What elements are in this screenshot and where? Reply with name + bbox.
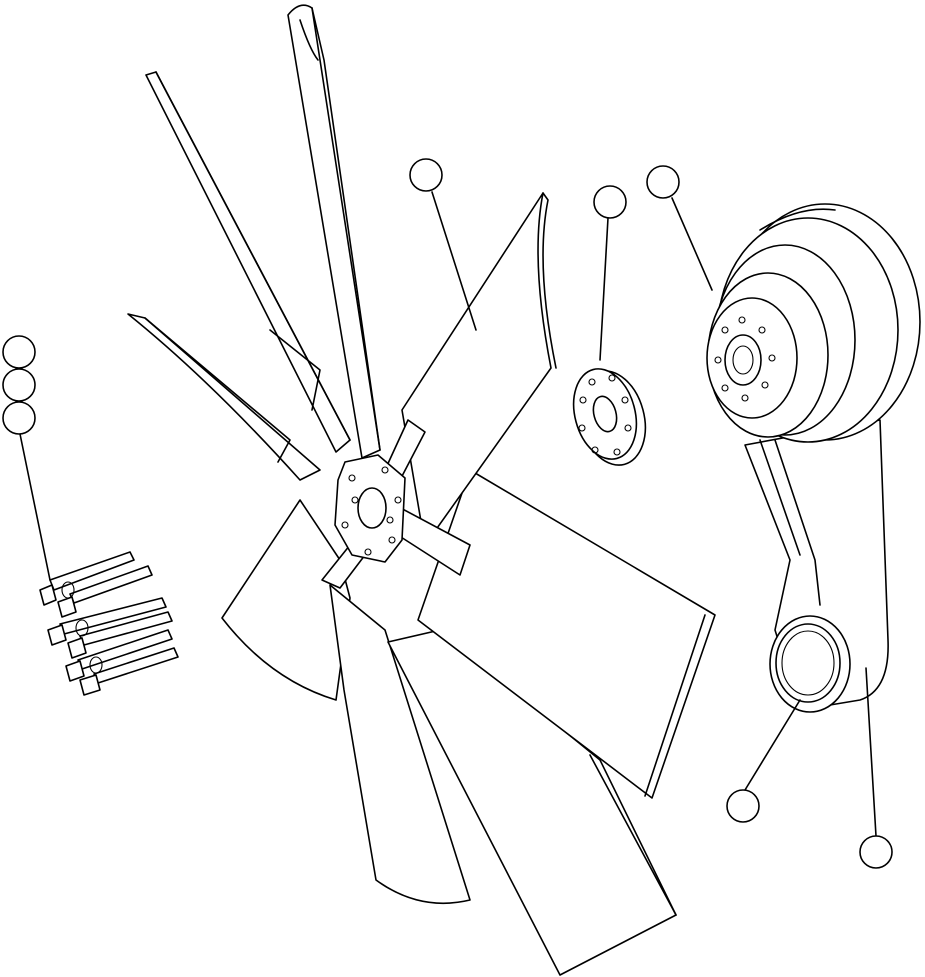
fan-pulley [706, 244, 856, 438]
bolt [65, 629, 173, 682]
callout-lock-washer [2, 368, 36, 402]
bolt [39, 551, 135, 606]
fan-assembly [127, 4, 716, 976]
flat-washer [75, 619, 89, 637]
fan-blade-top [287, 4, 381, 459]
callout-bracket-bearing [726, 789, 760, 823]
bolt [79, 647, 179, 696]
fan-blade-left [127, 313, 321, 481]
bolt [57, 565, 153, 618]
bolt [47, 597, 167, 646]
fan-blade-upper-right [401, 192, 552, 546]
pulley-hub [724, 334, 762, 386]
fan-blade-right [417, 469, 716, 799]
hub-center-hole [357, 487, 387, 529]
spacer [572, 368, 647, 466]
leader-lines [19, 191, 877, 837]
bracket-bearing [769, 615, 851, 713]
fan-blade-lower-left [221, 499, 351, 701]
fan-blade-bottom [329, 584, 471, 905]
callout-flat-washer [2, 401, 36, 435]
spacer-center-hole [592, 395, 618, 433]
fan-blade-bottom-right [387, 629, 677, 976]
callout-spacer [593, 185, 627, 219]
callout-fan-pulley [646, 165, 680, 199]
bolt-set [39, 551, 179, 696]
lock-washer [61, 581, 75, 599]
callout-fan-bracket [859, 835, 893, 869]
callout-bolt [2, 335, 36, 369]
bolt [67, 611, 173, 659]
callout-fan-assembly [409, 158, 443, 192]
